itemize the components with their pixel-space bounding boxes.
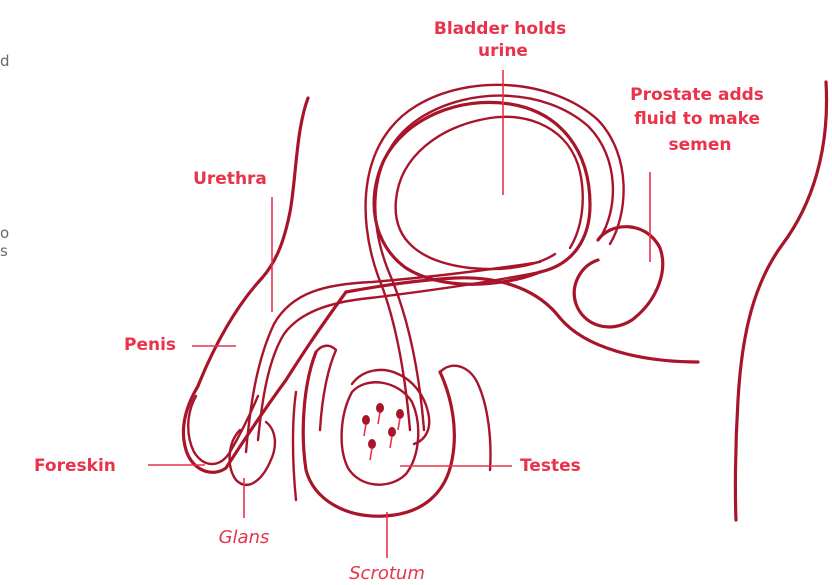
- sperm-mark: [377, 404, 383, 412]
- urethra-label: Urethra: [193, 169, 267, 189]
- sperm-tail: [378, 412, 380, 424]
- scrotum-left-fold: [316, 346, 336, 430]
- scrotum-label: Scrotum: [349, 563, 425, 584]
- vas-deferens-outer: [375, 96, 613, 430]
- urethra-tube-inner: [246, 262, 540, 452]
- testes-label: Testes: [520, 456, 581, 476]
- penis-label: Penis: [124, 335, 176, 355]
- sperm-tail: [390, 436, 392, 448]
- sperm-mark: [397, 410, 403, 418]
- sperm-mark: [363, 416, 369, 424]
- sperm-tail: [370, 448, 372, 460]
- scrotum-thigh-line: [293, 392, 296, 500]
- sperm-mark: [369, 440, 375, 448]
- scrotum-outline: [303, 352, 454, 516]
- sperm-marks: [363, 404, 403, 460]
- clipped-text-fragment: o: [0, 224, 9, 242]
- bladder-label: Bladder holds urine: [434, 19, 572, 61]
- abdomen-outline: [262, 98, 308, 278]
- sperm-mark: [389, 428, 395, 436]
- foreskin-label: Foreskin: [34, 456, 116, 476]
- glans-label: Glans: [219, 527, 270, 548]
- sperm-tail: [398, 418, 400, 430]
- sperm-tail: [364, 424, 366, 436]
- clipped-text-fragment: s: [0, 242, 8, 260]
- scrotum-leg-crease: [440, 366, 491, 470]
- bladder-inner-wall: [396, 117, 583, 269]
- back-outline: [735, 82, 826, 520]
- prostate-label: Prostate adds fluid to make semen: [630, 85, 770, 155]
- clipped-text-fragment: d: [0, 52, 10, 70]
